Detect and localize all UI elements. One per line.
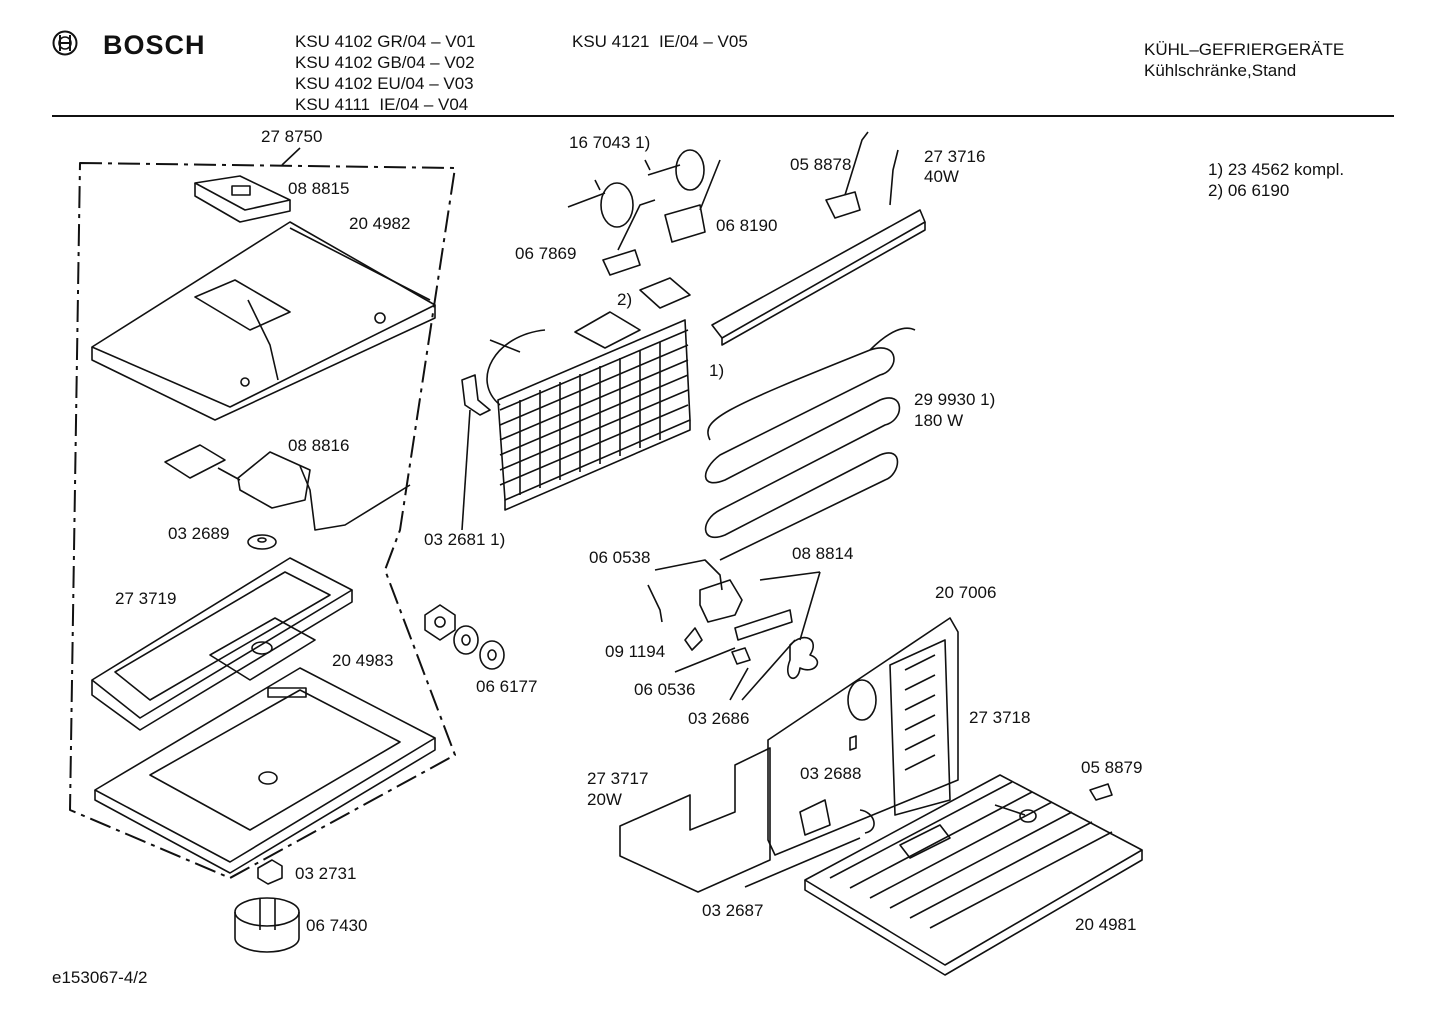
part-label: 03 2681 1) xyxy=(424,530,506,549)
part-label: 20 7006 xyxy=(935,583,997,602)
part-label: 2) xyxy=(617,290,633,309)
part-032681 xyxy=(461,374,491,416)
part-058878 xyxy=(825,191,861,219)
part-204983 xyxy=(94,667,436,874)
part-label: 27 3717 xyxy=(587,769,649,788)
part-label: 05 8878 xyxy=(790,155,852,174)
part-label: 06 0536 xyxy=(634,680,696,699)
part-088814 xyxy=(699,571,821,680)
part-label: 06 7869 xyxy=(515,244,577,263)
part-label: 20 4981 xyxy=(1075,915,1137,934)
part-label: 29 9930 1) xyxy=(914,390,996,409)
part-label: 20 4983 xyxy=(332,651,394,670)
part-label: 08 8814 xyxy=(792,544,854,563)
part-label: 08 8815 xyxy=(288,179,350,198)
model-line-3: KSU 4102 EU/04 – V03 xyxy=(295,74,474,93)
part-273719 xyxy=(91,557,353,731)
part-167043 xyxy=(567,149,705,228)
part-label: 06 6177 xyxy=(476,677,538,696)
part-label: 27 3716 xyxy=(924,147,986,166)
part-204981 xyxy=(804,774,1143,976)
category-title: KÜHL–GEFRIERGERÄTE xyxy=(1144,40,1345,59)
part-091194 xyxy=(684,627,703,651)
part-273716 xyxy=(711,149,926,346)
part-label: 27 3719 xyxy=(115,589,177,608)
part-088815 xyxy=(194,175,291,223)
part-032689 xyxy=(247,534,277,550)
part-label: 08 8816 xyxy=(288,436,350,455)
model-line-2: KSU 4102 GB/04 – V02 xyxy=(295,53,475,72)
part-label: 06 0538 xyxy=(589,548,651,567)
part-207006 xyxy=(767,617,959,856)
model-line-5: KSU 4121 IE/04 – V05 xyxy=(572,32,748,51)
part-299930 xyxy=(704,327,916,561)
part-label: 20W xyxy=(587,790,622,809)
model-line-4: KSU 4111 IE/04 – V04 xyxy=(295,95,469,114)
part-204982 xyxy=(91,221,436,421)
part-label: 06 8190 xyxy=(716,216,778,235)
header-divider xyxy=(52,115,1394,117)
part-label: 27 3718 xyxy=(969,708,1031,727)
part-label: 03 2731 xyxy=(295,864,357,883)
part-label: 03 2689 xyxy=(168,524,230,543)
part-label: 06 7430 xyxy=(306,916,368,935)
part-label: 03 2687 xyxy=(702,901,764,920)
leader-032687 xyxy=(744,837,861,888)
part-032731 xyxy=(257,859,283,885)
part-label: 40W xyxy=(924,167,959,186)
part-evaporator xyxy=(486,277,691,511)
drawing-code: e153067-4/2 xyxy=(52,968,148,987)
part-066177 xyxy=(424,604,505,670)
part-label: 180 W xyxy=(914,411,964,430)
part-273717 xyxy=(619,747,771,893)
part-058879 xyxy=(1089,783,1113,801)
part-label: 1) xyxy=(709,361,725,380)
bosch-armature-icon xyxy=(52,30,78,56)
part-label: 27 8750 xyxy=(261,127,323,146)
part-label: 05 8879 xyxy=(1081,758,1143,777)
part-060538 xyxy=(647,559,723,623)
leader-278750 xyxy=(281,147,301,166)
part-label: 03 2688 xyxy=(800,764,862,783)
footnote-2: 2) 06 6190 xyxy=(1208,181,1290,200)
part-067430 xyxy=(234,897,300,953)
leader-032681 xyxy=(461,409,471,531)
part-label: 16 7043 1) xyxy=(569,133,651,152)
footnote-1: 1) 23 4562 kompl. xyxy=(1208,160,1345,179)
brand-name: BOSCH xyxy=(103,30,206,60)
part-label: 20 4982 xyxy=(349,214,411,233)
part-label: 03 2686 xyxy=(688,709,750,728)
part-068190 xyxy=(664,204,706,243)
part-067869 xyxy=(602,249,641,276)
part-032688 xyxy=(799,799,831,836)
part-088816 xyxy=(164,444,411,531)
part-label: 09 1194 xyxy=(605,642,666,661)
category-subtitle: Kühlschränke,Stand xyxy=(1144,61,1297,80)
assembly-outline xyxy=(69,162,456,879)
model-line-1: KSU 4102 GR/04 – V01 xyxy=(295,32,476,51)
